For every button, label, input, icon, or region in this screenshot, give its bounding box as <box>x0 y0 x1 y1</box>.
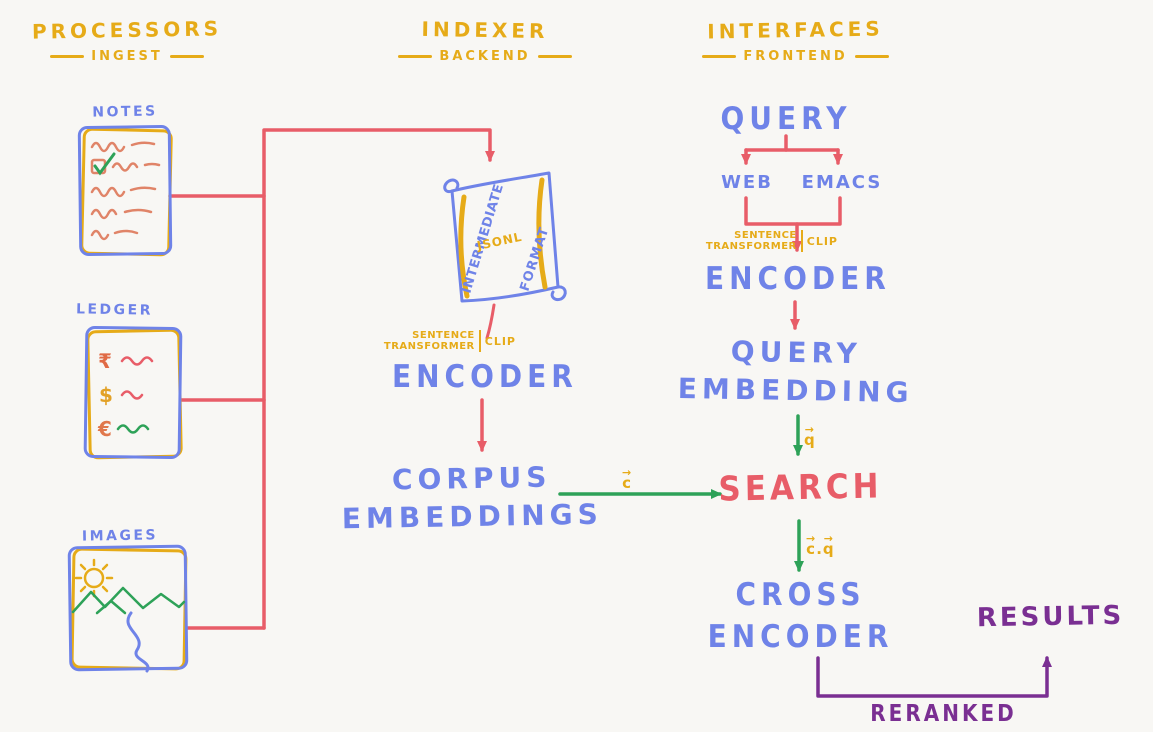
corpus-line2: EMBEDDINGS <box>341 497 604 536</box>
query-connectors <box>741 134 843 252</box>
images-card <box>67 544 189 673</box>
images-card-label: IMAGES <box>81 527 159 545</box>
corpus-line1: CORPUS <box>391 460 552 497</box>
scroll-top-curl <box>443 178 460 194</box>
images-card-frame-blue <box>67 544 189 672</box>
indexer-title: INDEXER <box>421 16 549 44</box>
search-arrows <box>558 414 804 572</box>
notes-card-label: NOTES <box>92 103 158 121</box>
indexer-model-label: SENTENCE TRANSFORMER CLIP <box>381 330 516 352</box>
connector-cross-to-results <box>816 656 1052 698</box>
processors-subtitle: INGEST <box>8 49 246 64</box>
currency-dollar-icon: $ <box>99 383 113 407</box>
ledger-scribble-green <box>116 424 150 434</box>
column-header-processors: PROCESSORS INGEST <box>8 16 246 64</box>
mountains-drawing <box>71 586 186 614</box>
interfaces-model-line2: TRANSFORMER <box>705 241 797 252</box>
interfaces-model-line1: SENTENCE <box>734 230 797 241</box>
column-header-interfaces: INTERFACES FRONTEND <box>683 16 908 64</box>
subtitle-dash-right <box>854 55 889 58</box>
interfaces-subtitle: FRONTEND <box>683 49 908 64</box>
processors-subtitle-text: INGEST <box>91 49 163 64</box>
images-card-frame-yellow <box>70 547 188 671</box>
processors-title: PROCESSORS <box>31 16 223 44</box>
subtitle-dash-left <box>50 55 85 58</box>
results-label: RESULTS <box>976 600 1125 634</box>
vector-arrow-icon: → <box>823 532 833 545</box>
ledger-card-label: LEDGER <box>75 301 154 319</box>
currency-euro-icon: € <box>97 417 112 441</box>
indexer-model-alt: CLIP <box>484 334 516 348</box>
web-label: WEB <box>721 172 773 193</box>
subtitle-dash-left <box>702 55 737 58</box>
model-divider <box>478 330 481 352</box>
ingest-connectors <box>168 128 495 630</box>
query-label: QUERY <box>720 100 852 137</box>
corpus-vector-label: → c <box>622 467 631 491</box>
connector-merge-bar <box>744 196 842 226</box>
model-divider <box>800 230 803 252</box>
notes-card-frame-blue <box>77 125 173 256</box>
notes-card <box>77 125 173 257</box>
scroll-bottom-curl <box>550 285 567 301</box>
vector-q-small: → q <box>822 532 834 558</box>
connector-scroll-to-model <box>485 303 496 340</box>
vector-c: c <box>622 474 632 492</box>
river-drawing <box>126 611 150 673</box>
scroll-ribbon-left <box>458 194 470 299</box>
interfaces-subtitle-text: FRONTEND <box>743 49 848 64</box>
vector-c-small: → c <box>806 532 816 558</box>
mountains-drawing-2 <box>95 599 127 615</box>
cross-encoder-label: CROSS ENCODER <box>688 574 913 658</box>
cross-encoder-line2: ENCODER <box>707 618 894 655</box>
query-embedding-line1: QUERY <box>730 334 863 371</box>
cross-encoder-line1: CROSS <box>735 576 866 613</box>
dot-operator: . <box>816 540 822 558</box>
indexer-encoder-label: ENCODER <box>392 358 578 395</box>
vector-q: q <box>804 431 815 449</box>
vector-arrow-icon: → <box>804 423 814 436</box>
notes-card-frame-yellow <box>80 127 173 257</box>
dot-product-label: → c . → q <box>806 533 834 557</box>
indexer-model-name: SENTENCE TRANSFORMER <box>384 330 475 352</box>
subtitle-dash-left <box>398 55 433 58</box>
search-label: SEARCH <box>718 466 883 510</box>
ledger-scribbles <box>120 356 154 400</box>
subtitle-dash-right <box>537 55 572 58</box>
query-embedding-label: QUERY EMBEDDING <box>669 332 922 412</box>
vector-arrow-icon: → <box>622 466 632 479</box>
reranked-label: RERANKED <box>870 699 1017 727</box>
notes-scribbles <box>90 141 161 241</box>
corpus-embeddings-label: CORPUS EMBEDDINGS <box>327 457 616 538</box>
ledger-card-frame-blue <box>83 325 183 460</box>
currency-rupee-icon: ₹ <box>98 349 112 373</box>
interfaces-model-alt: CLIP <box>806 234 838 248</box>
scroll-ribbon-right <box>536 177 548 290</box>
ledger-card: ₹ $ € <box>83 325 183 460</box>
interfaces-title: INTERFACES <box>707 16 884 44</box>
interfaces-model-label: SENTENCE TRANSFORMER CLIP <box>706 230 838 252</box>
connector-trunk-to-scroll <box>262 128 495 630</box>
indexer-model-line1: SENTENCE <box>412 330 475 341</box>
query-vector-label: → q <box>804 424 815 448</box>
interfaces-encoder-label: ENCODER <box>705 260 891 297</box>
jsonl-scroll: INTERMEDIATE JSONL FORMAT <box>443 171 567 303</box>
sun-icon <box>74 558 114 598</box>
indexer-model-line2: TRANSFORMER <box>383 341 475 352</box>
emacs-label: EMACS <box>801 172 883 193</box>
encoder-arrows <box>477 300 800 452</box>
vector-arrow-icon: → <box>806 532 816 545</box>
indexer-subtitle-text: BACKEND <box>439 49 531 64</box>
indexer-subtitle: BACKEND <box>385 49 585 64</box>
interfaces-model-name: SENTENCE TRANSFORMER <box>706 230 797 252</box>
subtitle-dash-right <box>169 55 204 58</box>
notes-checkmark-icon <box>93 152 116 176</box>
query-embedding-line2: EMBEDDING <box>677 371 914 410</box>
column-header-indexer: INDEXER BACKEND <box>385 16 585 64</box>
